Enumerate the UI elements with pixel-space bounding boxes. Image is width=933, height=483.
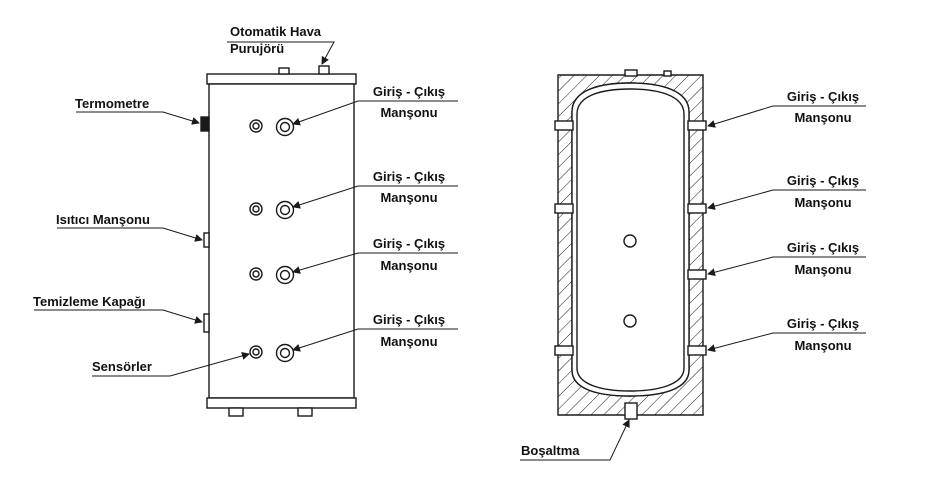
inout-label-right-3-line1: Giriş - Çıkış [786,240,860,255]
section-socket-left-1 [554,120,574,131]
inout-label-right-1-line1: Giriş - Çıkış [786,89,860,104]
section-socket-left-2 [554,203,574,214]
sensors-label: Sensörler [92,359,152,374]
tank-foot-right [297,407,313,417]
inout-label-right-2-line1: Giriş - Çıkış [786,173,860,188]
thermometer-fitting [200,116,210,132]
inout-label-right-4-line2: Manşonu [794,338,852,353]
drain-fitting [624,402,638,420]
top-fitting [278,67,290,75]
section-socket-right-4 [687,345,707,356]
inout-label-left-2-line2: Manşonu [380,190,438,205]
socket-pair-2 [249,200,295,220]
tank-external-view [200,65,357,417]
tank-section-view [554,69,707,420]
socket-pair-3 [249,265,295,285]
air-vent-label-line1: Otomatik Hava [230,24,322,39]
section-socket-right-1 [687,120,707,131]
section-vent-fitting [663,70,672,77]
section-socket-left-3 [554,345,574,356]
inner-vessel-wall [576,88,685,392]
heater-socket-fitting [203,232,210,248]
socket-pair-1 [249,117,295,137]
section-top-fitting [624,69,638,77]
inner-opening-1 [623,234,637,248]
inout-label-left-4-line1: Giriş - Çıkış [372,312,446,327]
inout-label-right-2-line2: Manşonu [794,195,852,210]
inout-label-left-1-line1: Giriş - Çıkış [372,84,446,99]
section-socket-right-2 [687,203,707,214]
inout-label-right-3-line2: Manşonu [794,262,852,277]
socket-pair-4 [249,343,295,363]
thermometer-label: Termometre [75,96,150,111]
air-vent-fitting [318,65,330,75]
inout-label-left-3-line2: Manşonu [380,258,438,273]
inout-label-right-1-line2: Manşonu [794,110,852,125]
drain-label: Boşaltma [521,443,580,458]
leader-lines-left [34,41,458,377]
inout-label-left-1-line2: Manşonu [380,105,438,120]
inout-label-right-4-line1: Giriş - Çıkış [786,316,860,331]
tank-base-ring [206,397,357,409]
tank-foot-left [228,407,244,417]
leader-lines-right [520,105,866,461]
inner-opening-2 [623,314,637,328]
air-vent-label-line2: Purujörü [230,41,285,56]
inout-label-left-2-line1: Giriş - Çıkış [372,169,446,184]
inout-label-left-3-line1: Giriş - Çıkış [372,236,446,251]
cleaning-cover-label: Temizleme Kapağı [33,294,146,309]
cleaning-cover-fitting [203,313,210,333]
section-socket-right-3 [687,269,707,280]
inout-label-left-4-line2: Manşonu [380,334,438,349]
heater-socket-label: Isıtıcı Manşonu [56,212,150,227]
tank-top-cap [206,73,357,85]
